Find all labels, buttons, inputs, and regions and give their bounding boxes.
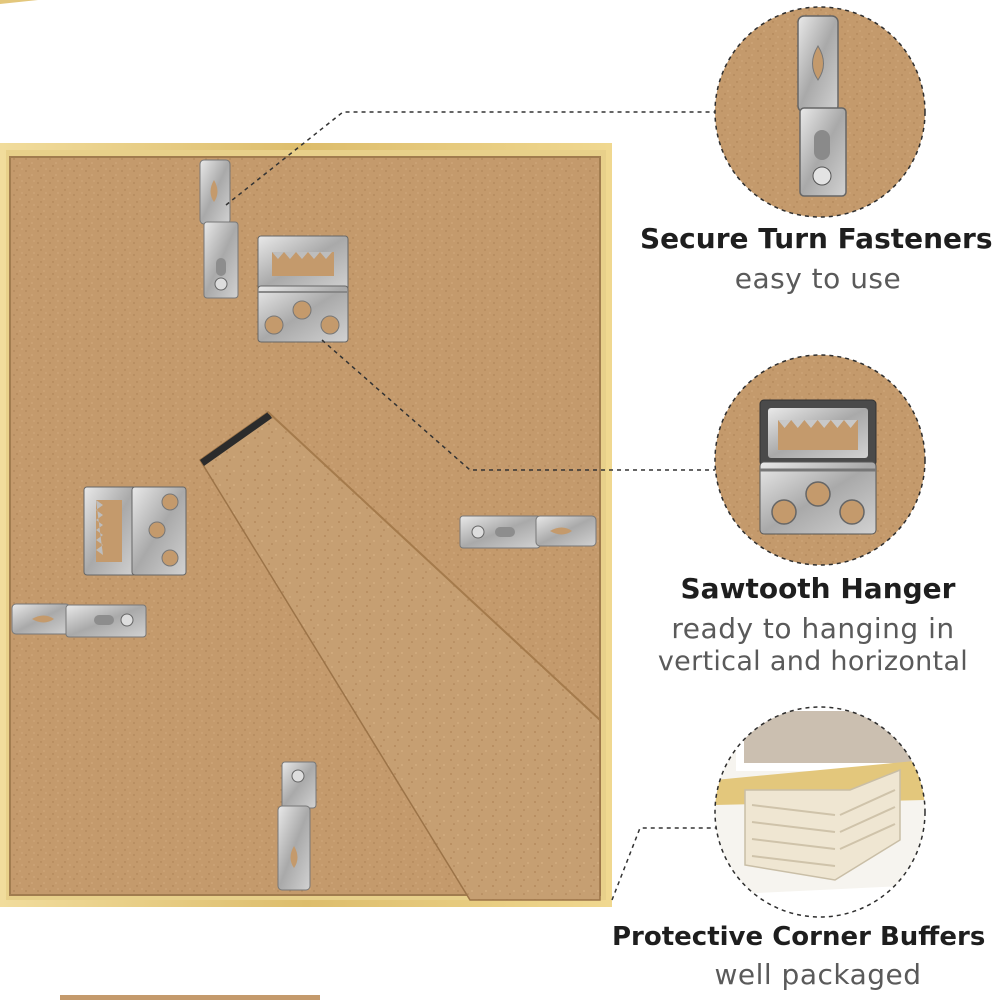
feature-subtitle-hanger-line1: ready to hanging in — [671, 612, 955, 645]
leader-line-hanger — [321, 339, 715, 471]
zoom-circle-turn-fastener — [714, 6, 926, 218]
sawtooth-hanger-icon — [759, 399, 877, 535]
corner-fragment-bottom — [60, 995, 320, 1000]
leader-line-buffers — [611, 827, 722, 901]
leader-lines — [225, 111, 722, 901]
feature-title-hanger: Sawtooth Hanger — [680, 572, 956, 605]
turn-fastener-icon — [797, 15, 847, 197]
turn-fastener-top — [199, 159, 239, 299]
turn-fastener-right — [459, 515, 597, 549]
leader-line-fasteners — [225, 111, 715, 206]
corner-fragment-top — [0, 0, 38, 4]
feature-subtitle-hanger-line2: vertical and horizontal — [657, 646, 969, 677]
zoom-circle-corner-buffer — [714, 706, 926, 918]
feature-title-fasteners: Secure Turn Fasteners — [640, 222, 993, 255]
corner-buffer-icon — [744, 768, 901, 881]
zoom-circle-sawtooth-hanger — [714, 354, 926, 566]
sawtooth-hanger-left — [83, 486, 187, 576]
turn-fastener-left — [11, 603, 147, 638]
turn-fastener-bottom — [277, 761, 317, 891]
sawtooth-hanger-top — [257, 235, 349, 343]
feature-title-buffers: Protective Corner Buffers — [612, 922, 986, 952]
feature-subtitle-buffers: well packaged — [714, 958, 922, 991]
easel-kickstand — [198, 411, 601, 901]
feature-subtitle-fasteners: easy to use — [734, 262, 902, 295]
